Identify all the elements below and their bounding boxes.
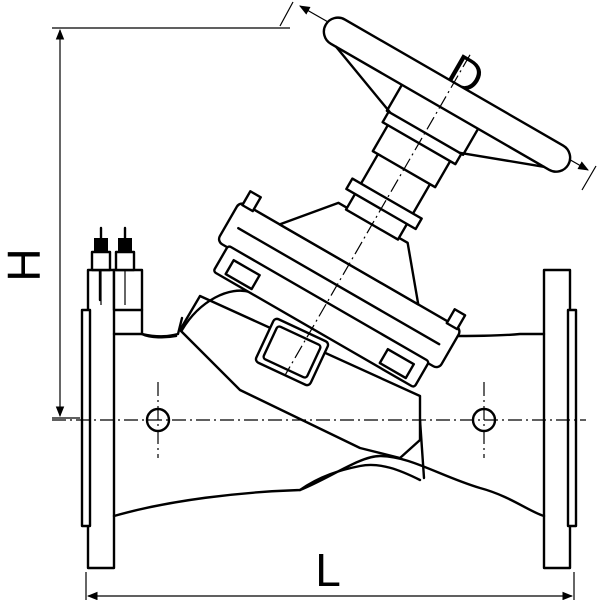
length-label: L	[315, 544, 341, 596]
bonnet-assembly	[213, 16, 572, 388]
inspection-window	[254, 317, 330, 387]
height-label: H	[0, 248, 50, 281]
test-plug-right	[114, 226, 136, 305]
right-flange	[542, 268, 572, 570]
valve-body	[80, 226, 578, 570]
test-plug-left	[90, 226, 112, 305]
dimension-l: L	[85, 544, 575, 600]
dimension-h: H	[0, 27, 290, 419]
left-flange	[86, 268, 116, 570]
